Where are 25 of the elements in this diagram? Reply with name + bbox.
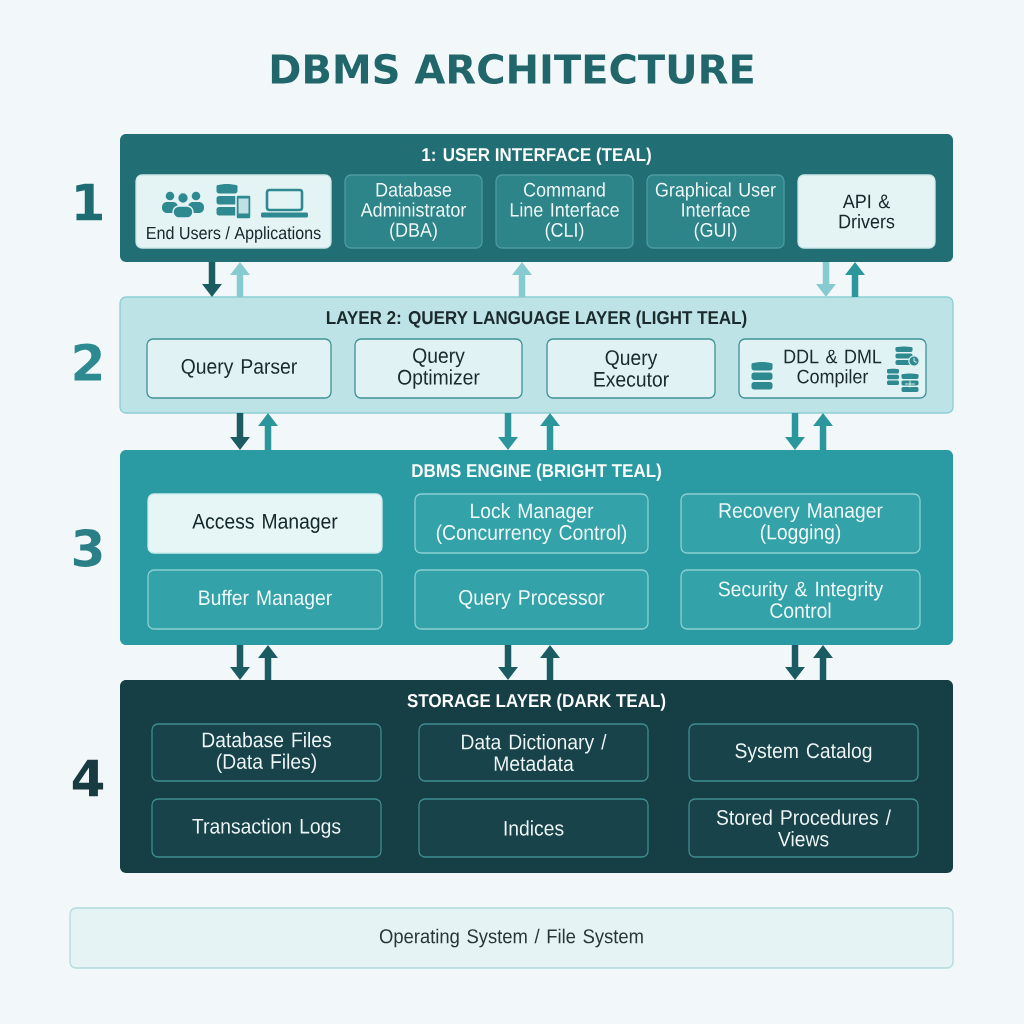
- layer-number: 2: [74, 343, 102, 381]
- component-box: Query Parser: [146, 338, 332, 399]
- component-box: API & Drivers: [797, 174, 936, 249]
- layer-number: 3: [73, 529, 102, 567]
- component-box: Buffer Manager: [147, 569, 383, 630]
- component-box: Access Manager: [147, 493, 383, 554]
- layer-number: 1: [76, 183, 102, 221]
- component-box: Command Line Interface (CLI): [495, 174, 634, 249]
- component-box: System Catalog: [688, 723, 919, 782]
- component-box: Transaction Logs: [151, 798, 382, 858]
- component-box: Indices: [418, 798, 649, 858]
- component-box: Recovery Manager (Logging): [680, 493, 921, 554]
- component-box: Security & Integrity Control: [680, 569, 921, 630]
- component-box: Query Processor: [414, 569, 649, 630]
- component-box: Query Executor: [546, 338, 716, 399]
- component-box: Operating System / File System: [69, 907, 954, 969]
- component-box: Query Optimizer: [354, 338, 523, 399]
- title: DBMS ARCHITECTURE: [271, 53, 753, 85]
- component-box: Stored Procedures / Views: [688, 798, 919, 858]
- component-box: Lock Manager (Concurrency Control): [414, 493, 649, 554]
- component-box: Database Administrator (DBA): [344, 174, 483, 249]
- component-box: Data Dictionary / Metadata: [418, 723, 649, 782]
- layer-number: 4: [72, 759, 104, 797]
- component-box: Graphical User Interface (GUI): [646, 174, 785, 249]
- component-box: Database Files (Data Files): [151, 723, 382, 782]
